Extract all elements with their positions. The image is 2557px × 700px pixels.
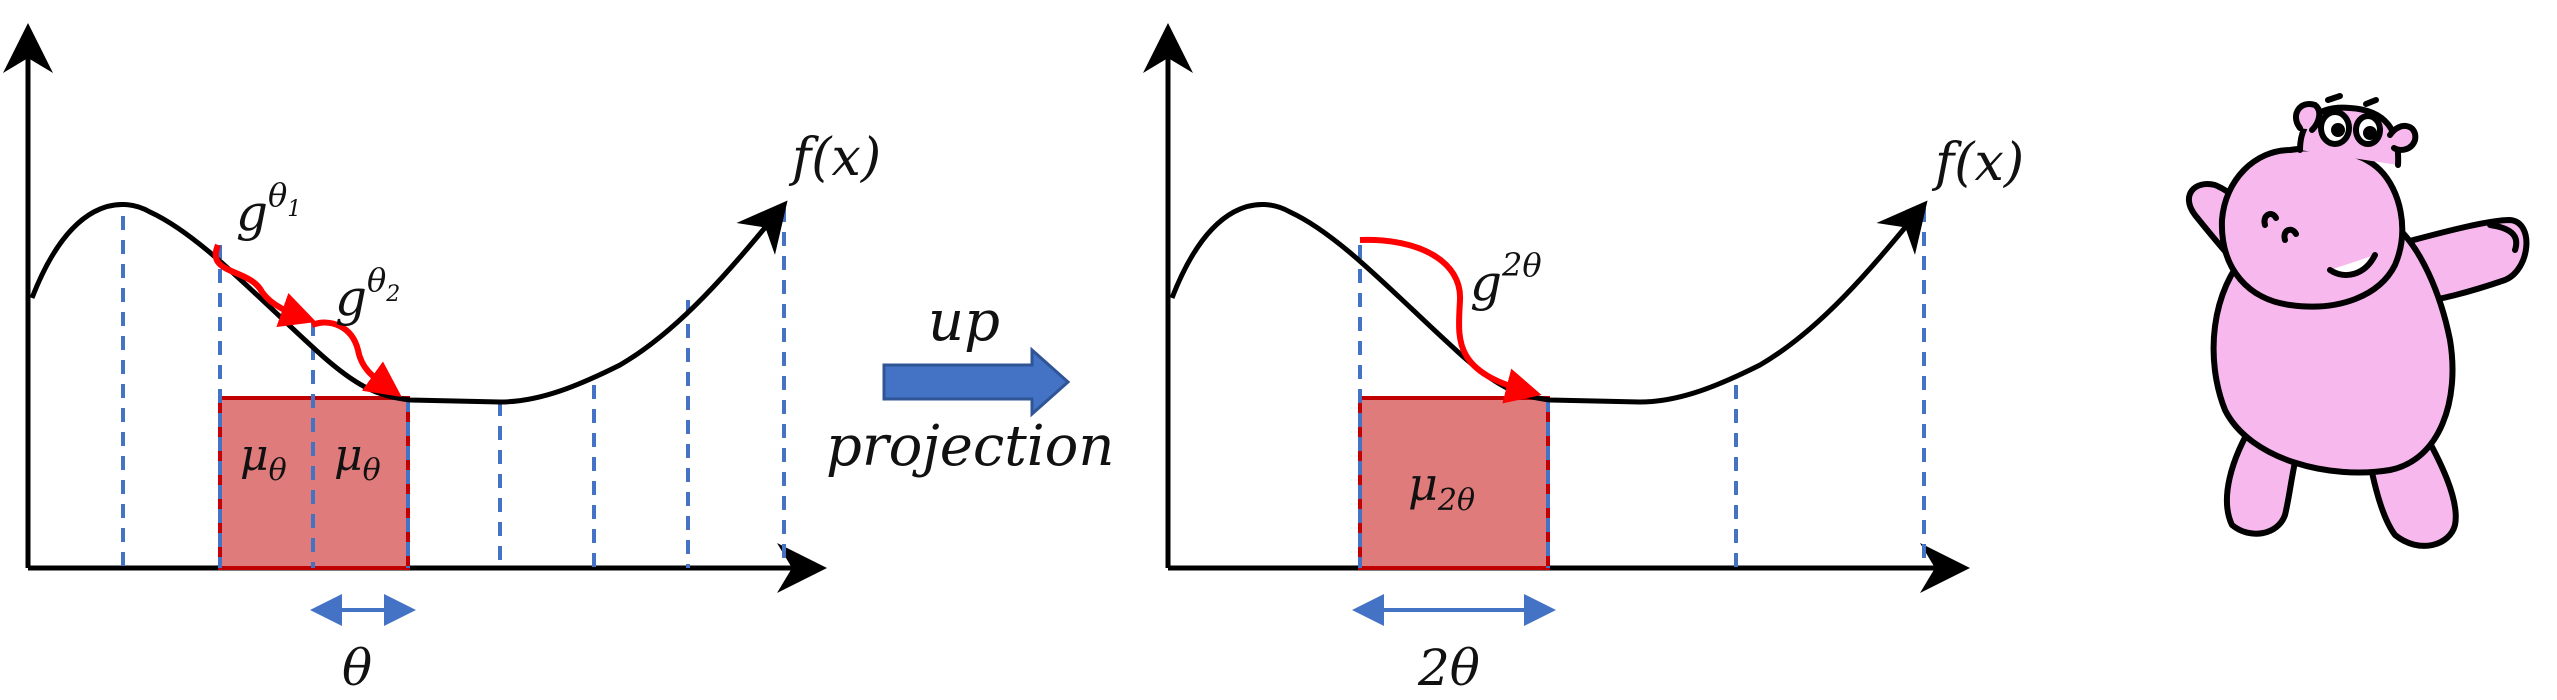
left-mu2-label: μθ: [334, 430, 381, 488]
right-mu-label: μ2θ: [1408, 457, 1475, 518]
right-g-label: g2θ: [1470, 246, 1542, 312]
right-dashed-lines: [1358, 208, 1926, 568]
left-dashed-lines: [121, 208, 786, 568]
left-function-curve: [29, 200, 788, 405]
right-function-label: f(x): [1931, 133, 2024, 193]
up-label: up: [928, 289, 1000, 354]
left-gradient-step-1: [212, 243, 317, 327]
left-panel: f(x) gθ1 gθ2 μθ μθ θ: [2, 23, 881, 697]
right-width-label: 2θ: [1417, 639, 1480, 697]
left-function-label: f(x): [788, 128, 881, 188]
left-g2-label: gθ2: [335, 261, 400, 327]
up-projection-arrow: up projection: [826, 289, 1114, 479]
right-function-curve: [1169, 200, 1928, 405]
left-width-label: θ: [342, 639, 372, 697]
hippo-icon: [2186, 93, 2530, 549]
block-arrow-icon: [882, 346, 1071, 418]
left-g1-label: gθ1: [236, 176, 301, 242]
right-gradient-step: [1359, 236, 1542, 404]
left-mu1-label: μθ: [240, 430, 287, 488]
right-mu-box: [1358, 396, 1550, 570]
right-panel: f(x) g2θ μ2θ 2θ: [1143, 23, 2024, 697]
left-gradient-step-2: [310, 319, 402, 397]
projection-label: projection: [826, 414, 1114, 479]
